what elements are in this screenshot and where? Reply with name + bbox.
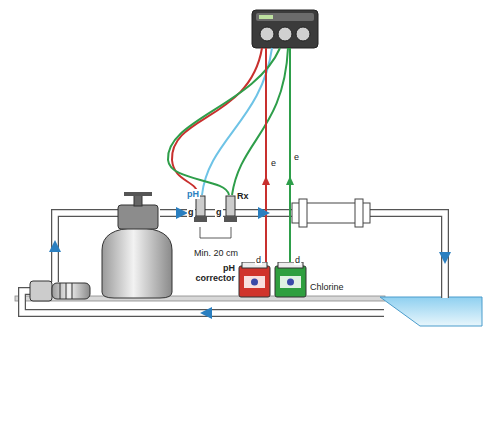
label-holder: g <box>187 201 195 219</box>
tube-callout: d <box>294 255 301 265</box>
probe-holders <box>194 196 237 222</box>
label-holder: Rx <box>236 185 250 203</box>
sand-filter <box>102 192 172 298</box>
pipework <box>22 213 445 313</box>
label-holder: d <box>294 249 301 267</box>
probe-name: pH <box>186 189 200 199</box>
tank-icon <box>287 279 294 286</box>
label-holder: pH <box>186 183 200 201</box>
dimension-bracket <box>200 227 231 238</box>
flow-arrows <box>49 176 451 319</box>
fitting-callout: g <box>215 207 223 217</box>
tank-icon <box>251 279 258 286</box>
tube-callout: e <box>270 158 277 168</box>
probe-name: Rx <box>236 191 250 201</box>
tube-callout: d <box>255 255 262 265</box>
tube-callout: e <box>293 152 300 162</box>
tank-body <box>239 266 270 297</box>
tank-outline <box>238 262 271 298</box>
tubes-and-cables <box>168 48 290 262</box>
dosing-controller <box>252 10 318 48</box>
tank-label-patch <box>280 276 301 288</box>
tank-label: Chlorine <box>310 282 354 292</box>
label-holder: Min. 20 cm <box>193 242 239 260</box>
tank-body <box>275 266 306 297</box>
label-holder: e <box>293 146 300 164</box>
chemical-tank: Chlorine <box>274 262 354 298</box>
dimension-text: Min. 20 cm <box>193 248 239 258</box>
pool <box>380 297 482 326</box>
fitting-callout: g <box>187 207 195 217</box>
pump <box>30 281 90 301</box>
tank-label-patch <box>244 276 265 288</box>
tank-label: pH corrector <box>191 263 235 283</box>
label-holder: e <box>270 152 277 170</box>
label-holder: g <box>215 201 223 219</box>
heater-cell <box>292 199 370 227</box>
label-holder: d <box>255 249 262 267</box>
tank-outline <box>274 262 307 298</box>
chemical-tank: pH corrector <box>191 262 271 298</box>
